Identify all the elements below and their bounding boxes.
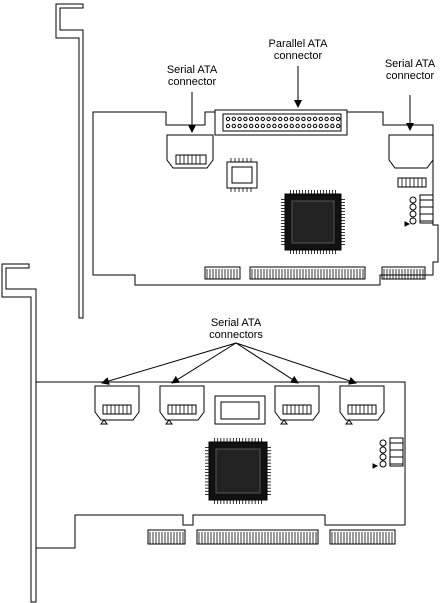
mounting-bracket-icon (55, 3, 84, 319)
arrow-sata-1 (101, 342, 237, 385)
top-card (55, 3, 439, 319)
sata-connector-icon (339, 385, 385, 425)
bottom-card (1, 263, 406, 603)
top-card-board (92, 111, 439, 286)
pata-connector-icon (214, 109, 348, 136)
sata-connectors (94, 385, 385, 425)
edge-connector (147, 529, 396, 545)
sata-connector-icon (388, 134, 434, 188)
arrow-sata-2 (171, 342, 237, 384)
sata-connector-icon (166, 134, 214, 169)
label-parallel-ata: Parallel ATA connector (268, 38, 328, 62)
edge-connector (204, 266, 426, 280)
label-serial-ata-connectors: Serial ATA connectors (209, 317, 263, 341)
sata-connector-icon (94, 385, 140, 425)
chip-icon (226, 158, 258, 192)
chip-icon (214, 395, 266, 425)
chip-icon (281, 190, 345, 254)
mounting-bracket-icon (1, 263, 37, 603)
label-serial-ata-right: Serial ATA connector (384, 58, 436, 82)
sata-connector-icon (159, 385, 205, 425)
label-serial-ata-left: Serial ATA connector (166, 64, 218, 88)
arrow-sata-4 (235, 342, 357, 385)
sata-connector-icon (274, 385, 320, 425)
arrow-sata-3 (235, 342, 299, 384)
power-connector-icon (372, 437, 404, 469)
power-connector-icon (404, 194, 434, 227)
chip-icon (205, 438, 271, 504)
